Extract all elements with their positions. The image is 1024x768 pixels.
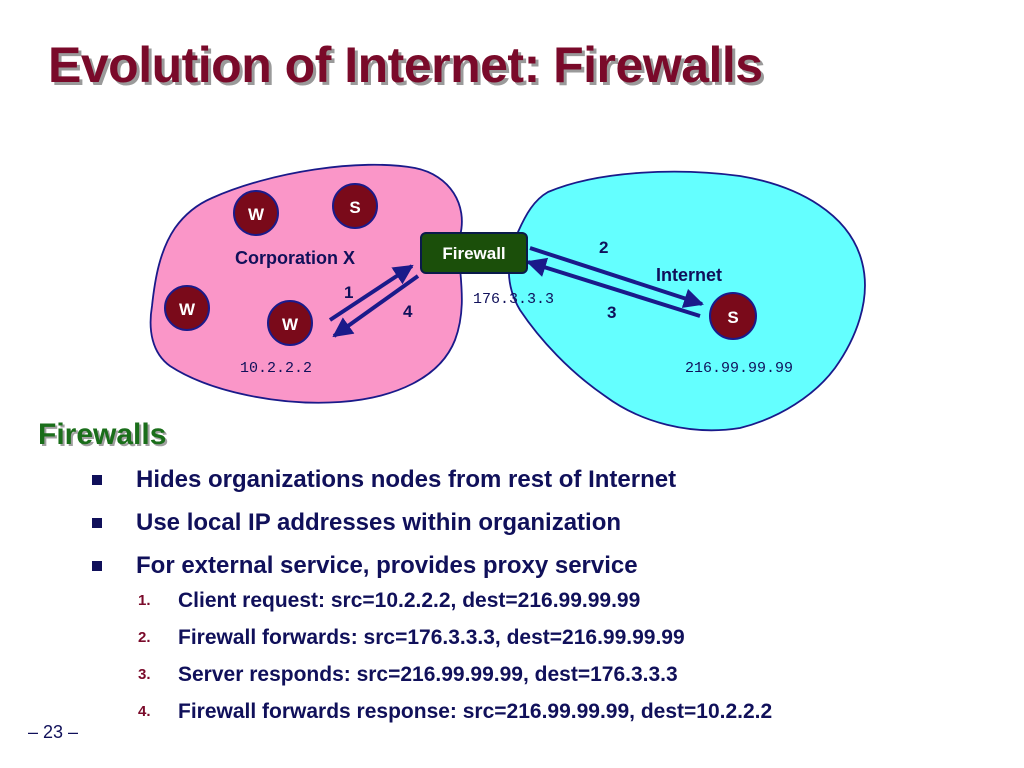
arrow-label-3: 3 <box>607 303 616 322</box>
square-bullet-icon <box>92 518 102 528</box>
firewall-label: Firewall <box>442 244 505 263</box>
node-server-internet: S <box>709 292 757 340</box>
internet-label: Internet <box>656 265 722 285</box>
arrow-request <box>328 264 414 322</box>
server-ip: 216.99.99.99 <box>685 360 793 377</box>
node-web-left: W <box>164 285 210 331</box>
page-number: – 23 – <box>28 722 79 742</box>
arrow-label-2: 2 <box>599 238 608 257</box>
bullet-text: Hides organizations nodes from rest of I… <box>136 466 677 493</box>
step-number: 2. <box>138 629 151 646</box>
firewall-box <box>420 232 528 274</box>
corporation-label: Corporation X <box>235 248 355 268</box>
slide-title: Evolution of Internet: Firewalls <box>48 37 763 93</box>
section-heading: Firewalls <box>38 418 167 451</box>
node-label: W <box>179 300 196 319</box>
node-label: S <box>349 198 360 217</box>
step-text: Firewall forwards: src=176.3.3.3, dest=2… <box>178 626 685 649</box>
arrow-label-1: 1 <box>344 283 353 302</box>
node-web-client: W <box>267 300 313 346</box>
square-bullet-icon <box>92 561 102 571</box>
step-text: Firewall forwards response: src=216.99.9… <box>178 700 773 723</box>
node-label: W <box>248 205 265 224</box>
firewall-ip: 176.3.3.3 <box>473 291 554 308</box>
bullet-text: Use local IP addresses within organizati… <box>136 509 622 536</box>
step-number: 4. <box>138 703 151 720</box>
step-number: 3. <box>138 666 151 683</box>
node-web-top: W <box>233 190 279 236</box>
arrow-response <box>332 274 420 338</box>
node-label: S <box>727 308 738 327</box>
step-text: Client request: src=10.2.2.2, dest=216.9… <box>178 589 641 612</box>
arrow-label-4: 4 <box>403 302 413 321</box>
step-text: Server responds: src=216.99.99.99, dest=… <box>178 663 678 686</box>
client-ip: 10.2.2.2 <box>240 360 312 377</box>
network-diagram: Firewall W S W W S Corporation X Interne… <box>149 163 866 432</box>
step-number: 1. <box>138 592 151 609</box>
node-server-corp: S <box>332 183 378 229</box>
arrow-server-response <box>526 257 701 318</box>
node-label: W <box>282 315 299 334</box>
bullet-text: For external service, provides proxy ser… <box>136 552 638 579</box>
corporation-cloud <box>149 163 463 404</box>
arrow-forward <box>529 246 704 308</box>
square-bullet-icon <box>92 475 102 485</box>
